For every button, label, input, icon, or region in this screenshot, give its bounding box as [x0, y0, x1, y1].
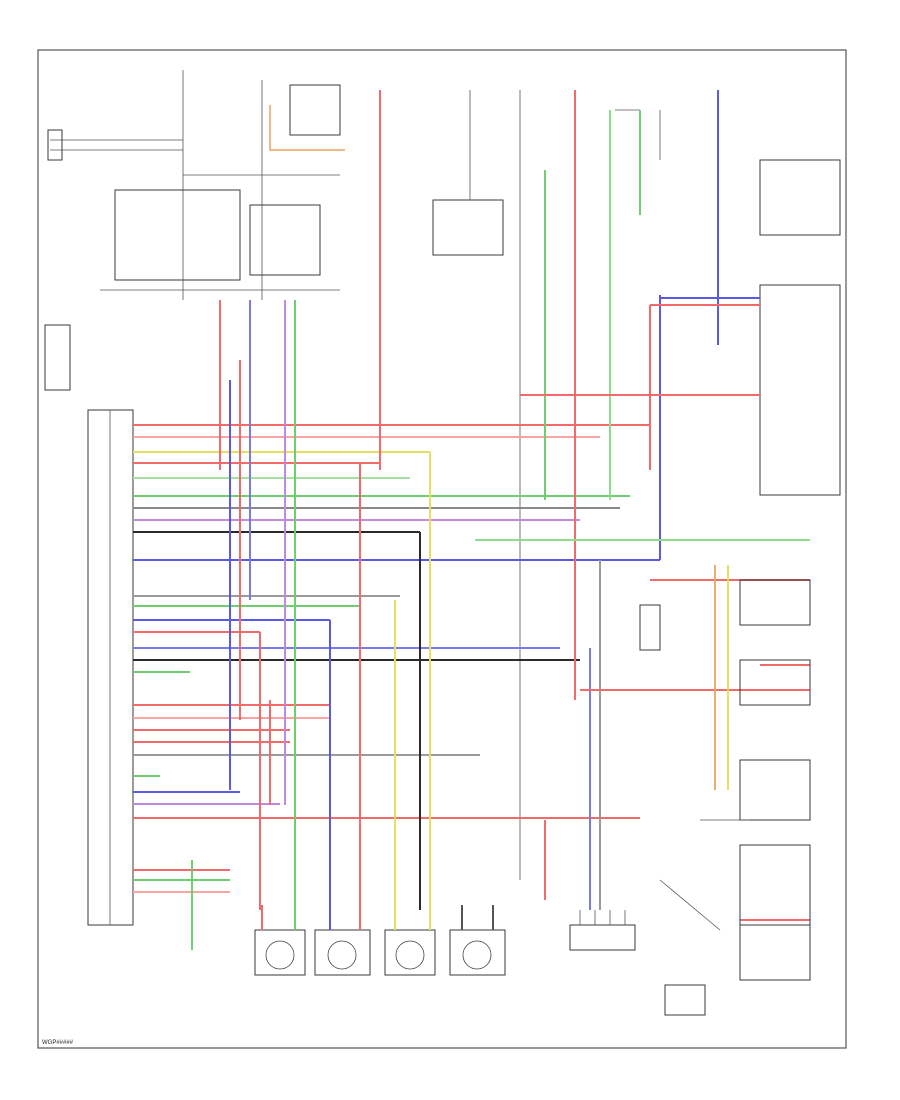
top-right-switches	[615, 109, 841, 496]
control-module	[87, 409, 134, 926]
sensor-4	[449, 905, 506, 976]
wire-bundle	[133, 90, 810, 950]
footer-code: WGP#####	[42, 1040, 74, 1046]
sensor-1	[254, 905, 306, 976]
right-components	[639, 579, 811, 1016]
sensor-3	[384, 905, 436, 976]
diagram-frame	[37, 49, 847, 1049]
sensor-2	[314, 905, 371, 976]
top-fuse-area	[47, 70, 345, 300]
connector-bottom	[569, 910, 636, 951]
bottom-sensors	[254, 905, 636, 976]
relay-center	[432, 90, 521, 880]
left-connector-c1	[44, 324, 71, 391]
